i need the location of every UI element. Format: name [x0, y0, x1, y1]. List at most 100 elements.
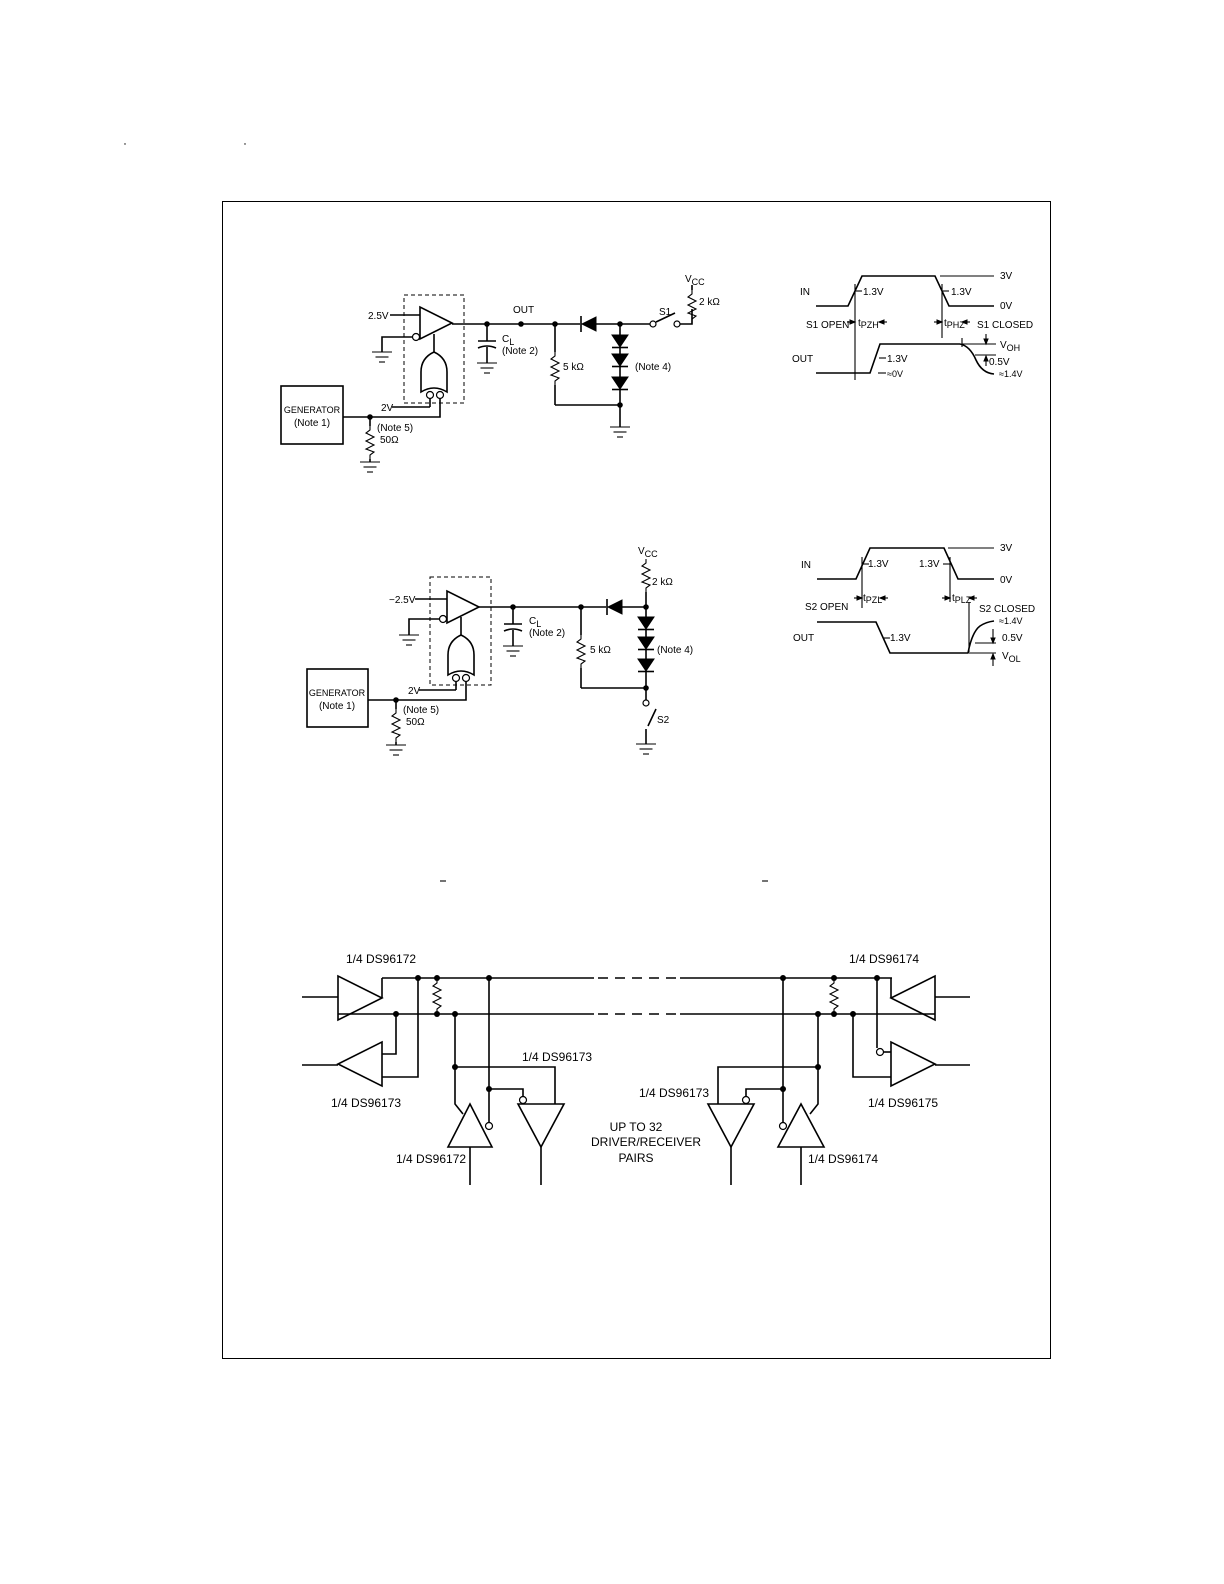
svg-text:VOL: VOL: [1002, 651, 1021, 664]
driver-ds96172-left: [337, 974, 384, 1022]
svg-text:CL: CL: [529, 616, 541, 629]
res-2k-label: 2 kΩ: [652, 577, 673, 588]
rs485-bus-diagram: 1/4 DS96172 1/4 DS96173 1/4 DS96172 1: [302, 952, 970, 1185]
svg-text:tPHZ: tPHZ: [944, 318, 965, 330]
res-5k-label: 5 kΩ: [563, 362, 584, 373]
page-frame: [222, 201, 1051, 1359]
in-threshold-fall: 1.3V: [919, 559, 940, 570]
svg-text:VCC: VCC: [685, 274, 705, 287]
driver-buffer: [446, 589, 481, 625]
r50-label: 50Ω: [406, 717, 425, 728]
timing-waveform-2: IN 3V 0V 1.3V 1.3V S2 OPEN tPZL tPLZ S2 …: [793, 543, 1035, 666]
vin-label: 2.5V: [368, 311, 389, 322]
enable-voltage-label: 2V: [408, 686, 421, 697]
mid-left-tx-label: 1/4 DS96172: [396, 1152, 466, 1166]
left-top-label: 1/4 DS96172: [346, 952, 416, 966]
vcc-label: V: [638, 546, 645, 557]
receiver-ds96173-mid: [516, 1103, 566, 1149]
note5-label: (Note 5): [377, 423, 413, 434]
tpzl-label: t: [863, 593, 866, 604]
v3-label: 3V: [1000, 543, 1013, 554]
vin-label: −2.5V: [389, 595, 416, 606]
out-label: OUT: [793, 633, 814, 644]
enable-nor-gate: [447, 634, 475, 677]
cl-sub: L: [509, 337, 514, 347]
in-threshold-rise: 1.3V: [868, 559, 889, 570]
driver-ds96174-right: [889, 974, 936, 1022]
mid-right-tx-label: 1/4 DS96174: [808, 1152, 878, 1166]
switch-s2-label: S2: [657, 715, 670, 726]
cl-note: (Note 2): [529, 628, 565, 639]
tphz-sub: PHZ: [947, 320, 966, 330]
s-open-label: S1 OPEN: [806, 320, 849, 331]
delta-05-label: 0.5V: [989, 357, 1010, 368]
generator-box: [306, 668, 369, 728]
center-line3: PAIRS: [618, 1151, 653, 1165]
voh-label: V: [1000, 340, 1007, 351]
approx-14-label: ≈1.4V: [999, 369, 1022, 379]
svg-text:tPZL: tPZL: [863, 593, 882, 605]
generator-label: GENERATOR: [309, 688, 366, 698]
vcc-sub: CC: [692, 277, 705, 287]
in-threshold-fall: 1.3V: [951, 287, 972, 298]
svg-text:VCC: VCC: [638, 546, 658, 559]
vcc-sub: CC: [645, 549, 658, 559]
driver-buffer: [419, 305, 454, 341]
tphz-label: t: [944, 318, 947, 329]
enable-nor-gate: [420, 351, 448, 394]
enable-voltage-label: 2V: [381, 403, 394, 414]
cl-sub: L: [536, 619, 541, 629]
generator-note: (Note 1): [294, 418, 330, 429]
cl-note: (Note 2): [502, 346, 538, 357]
mid-left-rx-label: 1/4 DS96173: [522, 1050, 592, 1064]
dut-dashed-box: [429, 576, 492, 686]
dut-dashed-box: [403, 294, 465, 404]
in-label: IN: [801, 560, 811, 571]
out-label: OUT: [792, 354, 813, 365]
generator-note: (Note 1): [319, 701, 355, 712]
vol-label: V: [1002, 651, 1009, 662]
vol-sub: OL: [1009, 654, 1021, 664]
in-label: IN: [800, 287, 810, 298]
note4-label: (Note 4): [635, 362, 671, 373]
svg-text:CL: CL: [502, 334, 514, 347]
right-top-label: 1/4 DS96174: [849, 952, 919, 966]
right-bottom-label: 1/4 DS96175: [868, 1096, 938, 1110]
tplz-sub: PLZ: [955, 595, 972, 605]
cl-label: C: [502, 334, 509, 345]
out-threshold: 1.3V: [890, 633, 911, 644]
note4-label: (Note 4): [657, 645, 693, 656]
s-closed-label: S1 CLOSED: [977, 320, 1033, 331]
out-node-label: OUT: [513, 305, 534, 316]
tpzl-sub: PZL: [866, 595, 883, 605]
res-5k-label: 5 kΩ: [590, 645, 611, 656]
receiver-ds96175-right: [890, 1040, 937, 1088]
mid-right-rx-label: 1/4 DS96173: [639, 1086, 709, 1100]
timing-waveform-1: IN 3V 0V 1.3V 1.3V S1 OPEN tPZH tPHZ S1 …: [792, 271, 1033, 380]
receiver-ds96173-mid-right: [706, 1103, 756, 1149]
enable-test-circuit-2: −2.5V 2V CL (Note 2) 5 kΩ: [306, 546, 693, 756]
svg-text:tPZH: tPZH: [858, 318, 879, 330]
voh-sub: OH: [1007, 343, 1021, 353]
v3-label: 3V: [1000, 271, 1013, 282]
generator-label: GENERATOR: [284, 405, 341, 415]
approx-zero-label: ≈0V: [887, 369, 903, 379]
res-2k-label: 2 kΩ: [699, 297, 720, 308]
generator-box: [280, 385, 344, 445]
tplz-label: t: [952, 593, 955, 604]
tpzh-label: t: [858, 318, 861, 329]
left-bottom-label: 1/4 DS96173: [331, 1096, 401, 1110]
svg-text:VOH: VOH: [1000, 340, 1020, 353]
enable-test-circuit-1: 2.5V 2V OUT CL (Note 2) 5 kΩ: [280, 274, 720, 473]
center-line2: DRIVER/RECEIVER: [591, 1135, 701, 1149]
cl-label: C: [529, 616, 536, 627]
note5-label: (Note 5): [403, 705, 439, 716]
v0-label: 0V: [1000, 301, 1013, 312]
switch-s1-label: S1: [659, 307, 672, 318]
out-threshold: 1.3V: [887, 354, 908, 365]
s-open-label: S2 OPEN: [805, 602, 848, 613]
v0-label: 0V: [1000, 575, 1013, 586]
r50-label: 50Ω: [380, 435, 399, 446]
receiver-ds96173-left: [336, 1040, 383, 1088]
